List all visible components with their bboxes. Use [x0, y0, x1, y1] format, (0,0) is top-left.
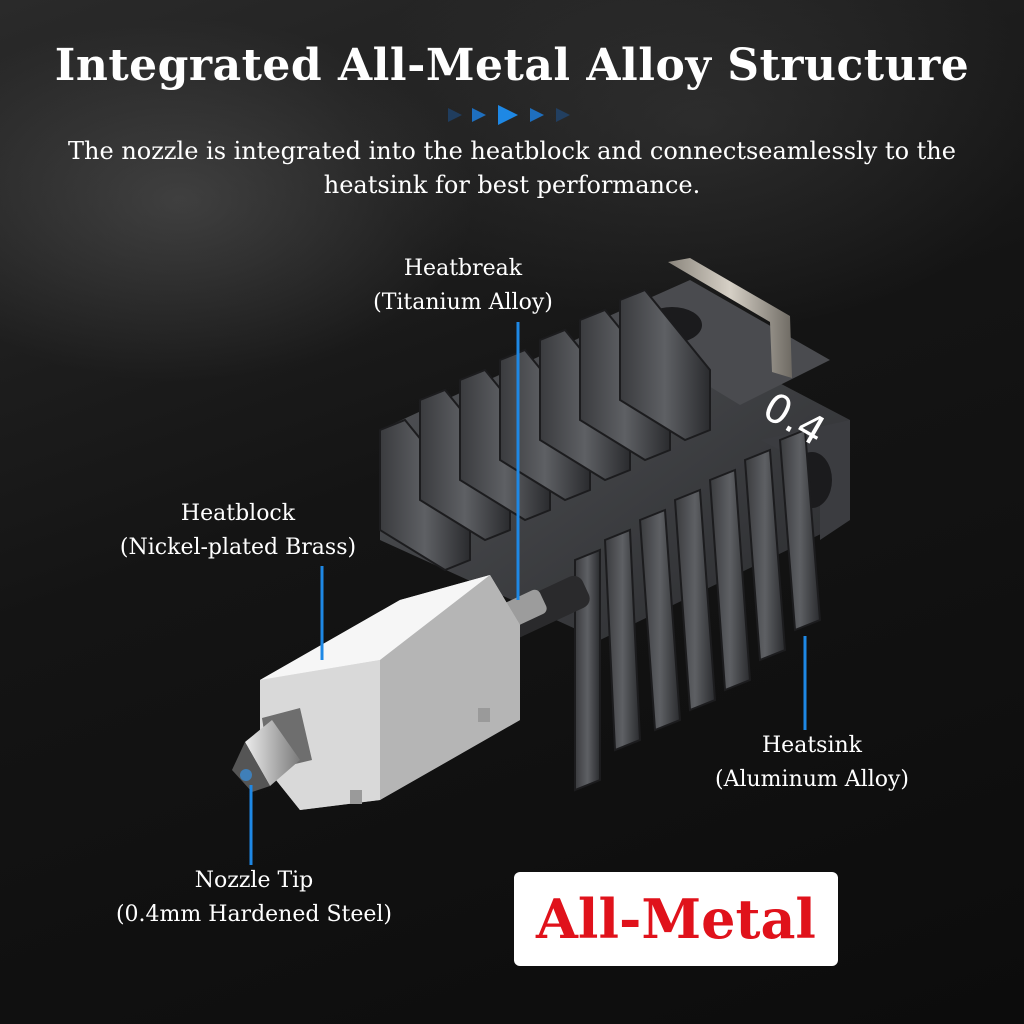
all-metal-badge-label: All-Metal	[536, 887, 816, 951]
callout-lines	[249, 322, 807, 865]
callout-nozzle-tip: Nozzle Tip (0.4mm Hardened Steel)	[96, 864, 412, 932]
callout-heatblock: Heatblock (Nickel-plated Brass)	[100, 497, 376, 565]
heatsink-material: (Aluminum Alloy)	[715, 767, 909, 792]
heatsink-group: 0.4	[379, 258, 850, 792]
all-metal-badge: All-Metal	[514, 872, 838, 966]
callout-heatbreak: Heatbreak (Titanium Alloy)	[352, 252, 574, 320]
heatblock-material: (Nickel-plated Brass)	[119, 535, 357, 560]
nozzle-group	[232, 708, 312, 792]
heatblock-name: Heatblock	[180, 501, 296, 526]
page-title: Integrated All-Metal Alloy Structure	[54, 40, 970, 91]
heatsink-name: Heatsink	[762, 733, 862, 758]
callout-heatsink: Heatsink (Aluminum Alloy)	[694, 729, 930, 797]
heatblock-group	[260, 575, 520, 810]
nozzle-tip-material: (0.4mm Hardened Steel)	[115, 902, 393, 927]
nozzle-tip-name: Nozzle Tip	[194, 868, 314, 893]
heatbreak-material: (Titanium Alloy)	[373, 290, 553, 315]
arrow-divider-icon	[448, 105, 570, 125]
page-subtitle: The nozzle is integrated into the heatbl…	[68, 137, 956, 199]
heatbreak-name: Heatbreak	[403, 256, 523, 281]
